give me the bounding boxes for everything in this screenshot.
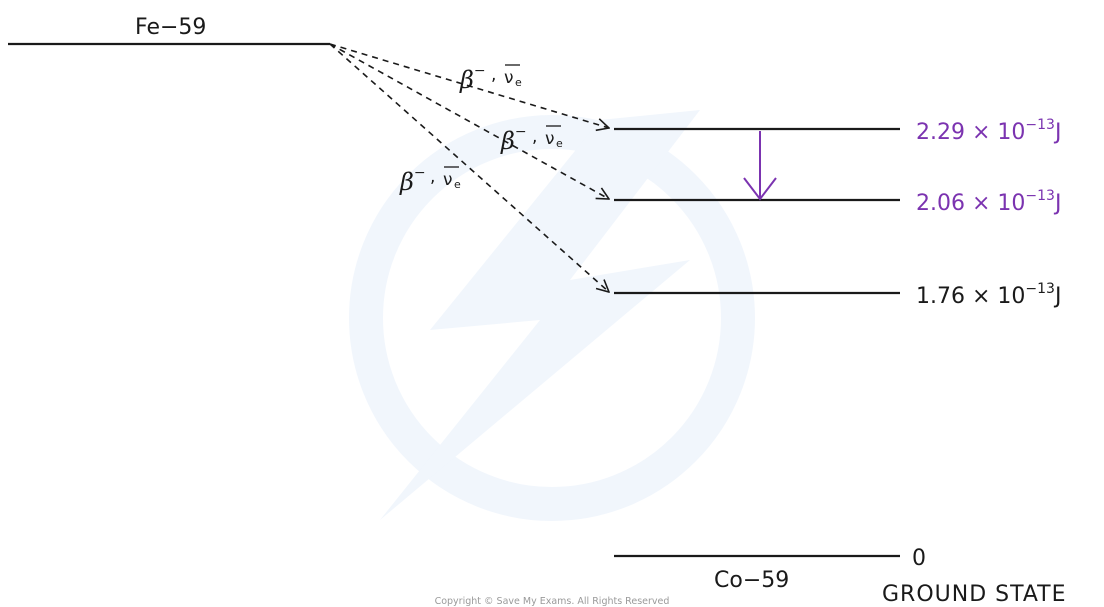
decay-label-2: β− , ν e bbox=[500, 124, 563, 155]
decay-label-1: β− , ν e bbox=[459, 63, 522, 94]
energy-label-1: 2.29 × 10−13J bbox=[916, 117, 1061, 145]
svg-text:,: , bbox=[532, 127, 537, 147]
svg-text:β−: β− bbox=[500, 124, 527, 155]
svg-text:β−: β− bbox=[459, 63, 486, 94]
svg-text:,: , bbox=[491, 65, 496, 85]
beta-decay-arrow-3 bbox=[329, 43, 609, 292]
daughter-nuclide-label: Co−59 bbox=[714, 568, 789, 593]
beta-decay-arrow-1 bbox=[329, 43, 609, 128]
ground-state-label: GROUND STATE bbox=[882, 582, 1067, 607]
copyright-text: Copyright © Save My Exams. All Rights Re… bbox=[435, 596, 670, 607]
watermark-logo bbox=[349, 110, 755, 521]
energy-label-ground: 0 bbox=[912, 546, 926, 571]
svg-text:ν: ν bbox=[545, 129, 555, 149]
energy-label-2: 2.06 × 10−13J bbox=[916, 188, 1061, 216]
gamma-transition-arrow bbox=[743, 131, 777, 201]
svg-text:β−: β− bbox=[399, 165, 426, 196]
svg-text:e: e bbox=[515, 76, 522, 89]
svg-text:,: , bbox=[430, 167, 435, 187]
svg-text:ν: ν bbox=[504, 68, 514, 88]
parent-nuclide-label: Fe−59 bbox=[135, 15, 206, 40]
decay-label-3: β− , ν e bbox=[399, 165, 461, 196]
svg-text:e: e bbox=[556, 137, 563, 150]
svg-text:ν: ν bbox=[443, 170, 453, 190]
energy-label-3: 1.76 × 10−13J bbox=[916, 281, 1061, 309]
beta-decay-arrow-2 bbox=[329, 43, 609, 199]
svg-text:e: e bbox=[454, 178, 461, 191]
